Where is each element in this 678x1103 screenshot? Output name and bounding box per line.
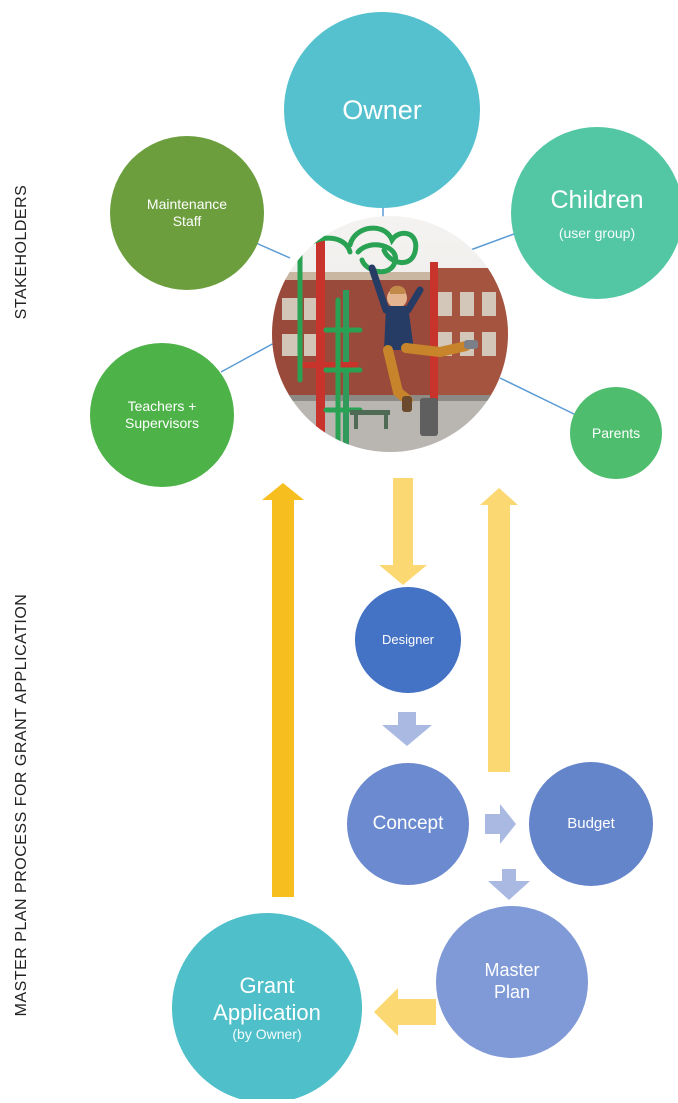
arrow-down-light — [379, 478, 427, 585]
arrow-down-blue-1 — [382, 712, 432, 746]
owner-node — [284, 12, 480, 208]
arrow-up-gold — [262, 483, 304, 897]
master-plan-node — [436, 906, 588, 1058]
parents-node — [570, 387, 662, 479]
arrow-down-blue-2 — [488, 869, 530, 900]
arrow-right-blue — [485, 804, 516, 844]
playground-photo — [272, 216, 508, 452]
flow-arrows — [262, 478, 530, 1036]
concept-node — [347, 763, 469, 885]
stakeholders-label: STAKEHOLDERS — [13, 184, 30, 320]
budget-node — [529, 762, 653, 886]
connectors — [220, 205, 577, 416]
teachers-supervisors-node — [90, 343, 234, 487]
arrow-up-light — [480, 488, 518, 772]
connector-parents — [499, 377, 577, 416]
arrow-left-light — [374, 988, 436, 1036]
process-label: MASTER PLAN PROCESS FOR GRANT APPLICATIO… — [13, 593, 30, 1017]
connector-children — [464, 233, 515, 253]
connector-maintenance — [255, 242, 291, 259]
designer-node — [355, 587, 461, 693]
connector-teachers — [220, 341, 277, 373]
maintenance-staff-node — [110, 136, 264, 290]
grant-application-node — [172, 913, 362, 1099]
children-node — [511, 127, 678, 299]
